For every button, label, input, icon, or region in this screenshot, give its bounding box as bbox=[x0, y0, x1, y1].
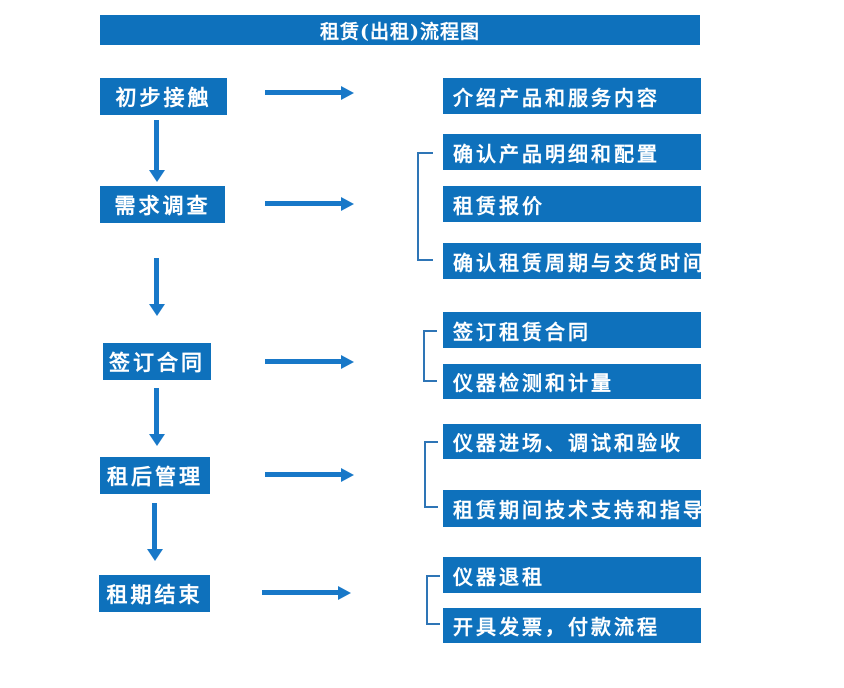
arrow-right-icon-3 bbox=[265, 359, 341, 364]
detail-box-technical-support: 租赁期间技术支持和指导 bbox=[443, 490, 703, 527]
arrow-down-icon-1 bbox=[154, 120, 159, 170]
arrow-right-icon-5 bbox=[262, 590, 338, 595]
step-box-initial-contact: 初步接触 bbox=[100, 78, 227, 115]
arrow-right-icon-1 bbox=[265, 90, 341, 95]
detail-box-instrument-inspection: 仪器检测和计量 bbox=[443, 364, 701, 399]
step-box-rental-end: 租期结束 bbox=[99, 575, 210, 612]
detail-box-rental-quote: 租赁报价 bbox=[443, 186, 701, 222]
bracket-sign-contract-group bbox=[423, 330, 437, 382]
detail-box-instrument-setup-acceptance: 仪器进场、调试和验收 bbox=[443, 424, 701, 459]
arrow-down-icon-4 bbox=[152, 503, 157, 549]
step-box-demand-survey: 需求调查 bbox=[100, 186, 225, 223]
detail-box-confirm-period-delivery: 确认租赁周期与交货时间 bbox=[443, 243, 703, 279]
arrow-right-icon-4 bbox=[265, 472, 341, 477]
detail-box-confirm-product-config: 确认产品明细和配置 bbox=[443, 134, 701, 170]
detail-box-invoice-payment: 开具发票，付款流程 bbox=[443, 608, 701, 643]
arrow-right-icon-2 bbox=[265, 201, 341, 206]
flowchart-title: 租赁(出租)流程图 bbox=[100, 15, 700, 45]
bracket-demand-survey-group bbox=[417, 152, 433, 261]
bracket-rental-end-group bbox=[426, 575, 440, 625]
arrow-down-icon-3 bbox=[154, 388, 159, 434]
detail-box-instrument-return: 仪器退租 bbox=[443, 557, 701, 593]
step-box-post-rental-management: 租后管理 bbox=[100, 457, 210, 494]
detail-box-sign-rental-contract: 签订租赁合同 bbox=[443, 312, 701, 348]
arrow-down-icon-2 bbox=[154, 258, 159, 304]
detail-box-introduce-products: 介绍产品和服务内容 bbox=[443, 78, 701, 114]
bracket-post-rental-group bbox=[424, 441, 438, 508]
step-box-sign-contract: 签订合同 bbox=[103, 343, 211, 380]
